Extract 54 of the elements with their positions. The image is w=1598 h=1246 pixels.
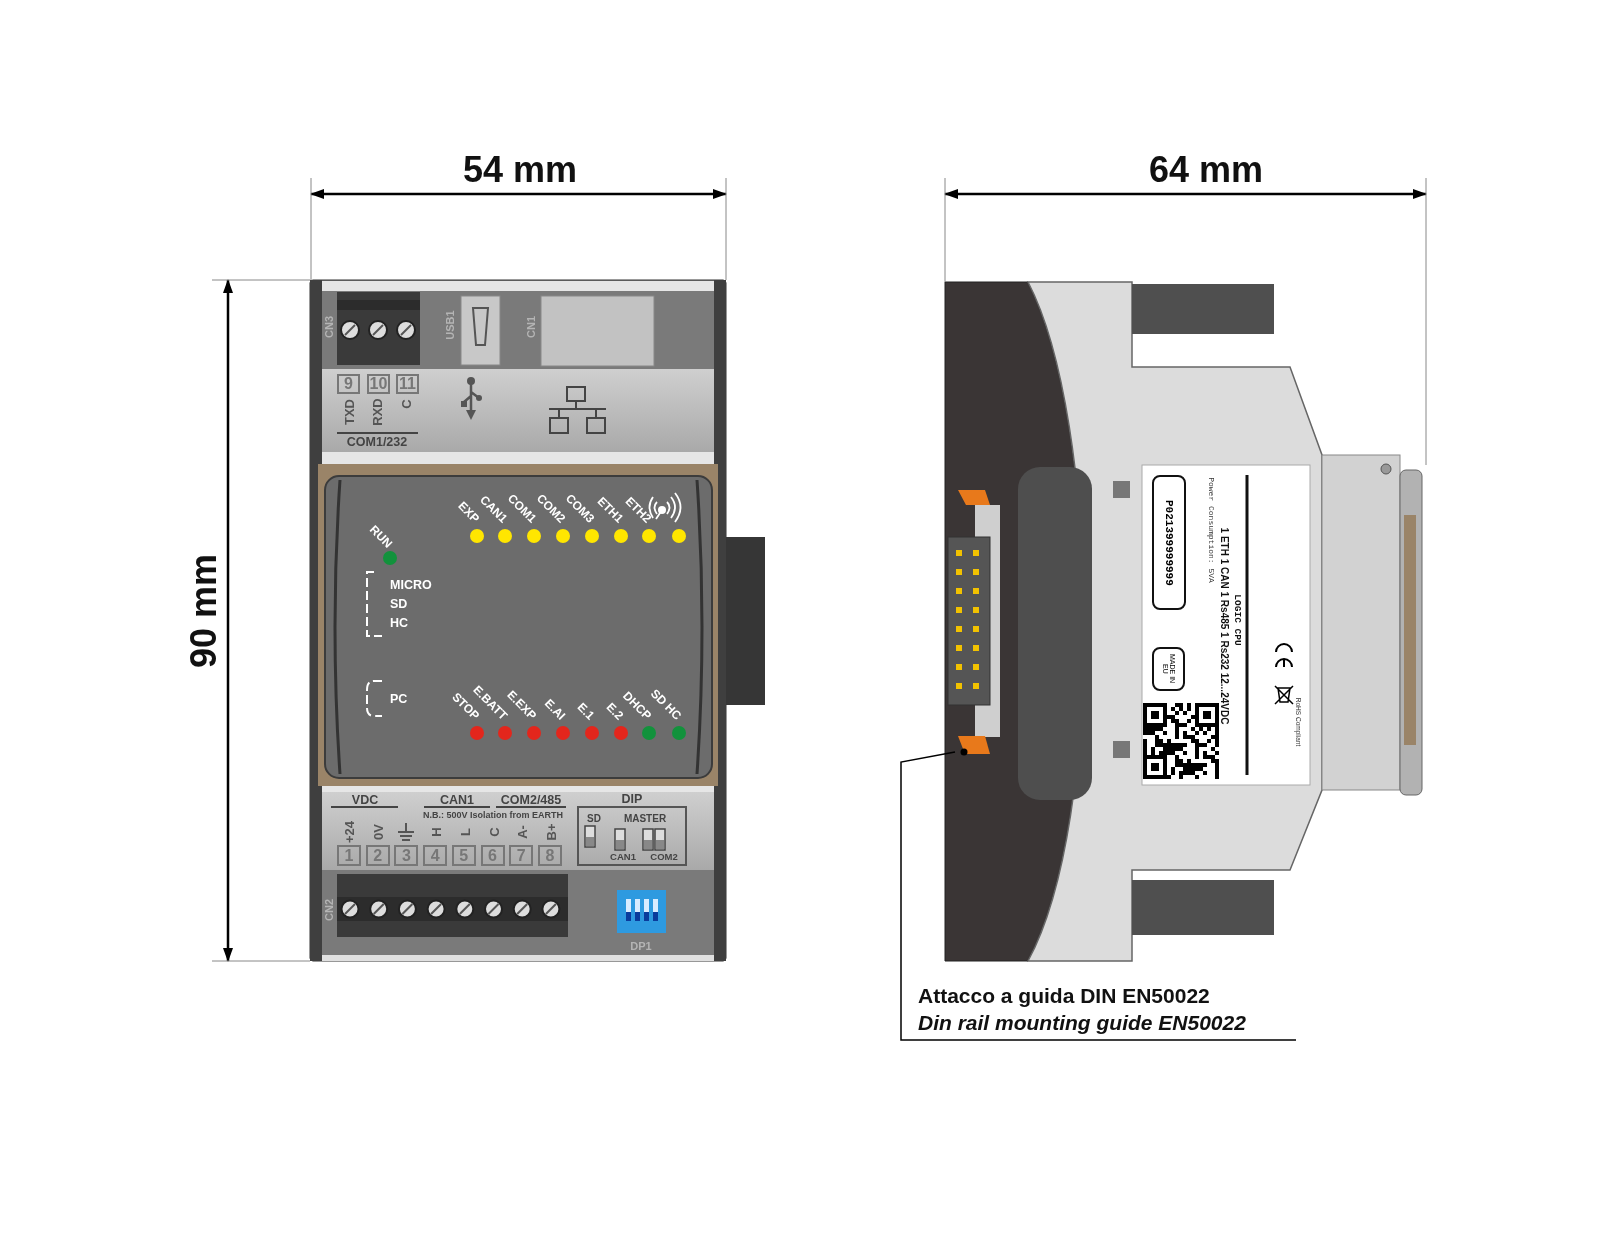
terminal-label: L [458, 828, 472, 836]
indicator-label: PC [390, 692, 408, 706]
terminal-label: 0V [371, 824, 385, 840]
dimension-label: 90 mm [186, 553, 222, 669]
terminal-label: C [399, 399, 413, 409]
terminal-label: COM2/485 [500, 793, 562, 807]
annotation-text: Din rail mounting guide EN50022 [918, 1011, 1246, 1035]
terminal-label: TXD [342, 399, 356, 425]
terminal-label: A- [515, 825, 529, 839]
dimension-label: 64 mm [1148, 152, 1264, 188]
annotation-text: Attacco a guida DIN EN50022 [918, 984, 1210, 1008]
terminal-label: B+ [544, 823, 558, 841]
terminal-label: C [487, 827, 501, 837]
switch-group-heading: DIP [621, 792, 643, 806]
terminal-number: 9 [337, 374, 360, 394]
terminal-label: RXD [370, 398, 384, 426]
connector-label: CN2 [323, 899, 335, 921]
terminal-label: CAN1 [440, 793, 474, 807]
indicator-label: MICRO [390, 578, 432, 592]
switch-label: SD [587, 814, 601, 824]
terminal-number: 10 [367, 374, 390, 394]
label-text: Power Consumption: 5VA [1207, 477, 1215, 583]
connector-label: DP1 [630, 940, 652, 952]
switch-label: COM2 [650, 852, 678, 862]
terminal-label: +24 [342, 820, 356, 844]
switch-label: CAN1 [610, 852, 636, 862]
terminal-number: 2 [365, 845, 390, 866]
terminal-label: COM1/232 [346, 435, 408, 449]
label-text: 1 ETH 1 CAN 1 Rs485 1 Rs232 12...24VDC [1219, 527, 1229, 725]
terminal-label: H [429, 827, 443, 837]
terminal-number: 7 [509, 845, 534, 866]
terminal-number: 6 [480, 845, 505, 866]
indicator-label: EXP [456, 499, 482, 525]
terminal-number: 8 [537, 845, 562, 866]
switch-label: MASTER [623, 814, 667, 824]
din-rail-clip [955, 734, 991, 756]
serial-number-tag: P021399999999 [1152, 475, 1186, 610]
connector-label: CN3 [323, 316, 335, 338]
terminal-number: 4 [423, 845, 448, 866]
terminal-label: N.B.: 500V Isolation from EARTH [423, 810, 563, 820]
dimension-label: 54 mm [462, 152, 578, 188]
label-text: LOGIC CPU [1232, 594, 1242, 646]
indicator-label: E.2 [604, 700, 626, 722]
indicator-label: SD [390, 597, 408, 611]
connector-label: CN1 [525, 316, 537, 338]
indicator-label: E.1 [575, 700, 597, 722]
leader-line [900, 751, 1297, 1041]
indicator-label: HC [390, 616, 409, 630]
terminal-number: 5 [451, 845, 476, 866]
terminal-number: 1 [337, 845, 361, 866]
connector-label: USB1 [444, 310, 456, 340]
terminal-label: VDC [351, 793, 379, 807]
terminal-number: 3 [394, 845, 419, 866]
terminal-number: 11 [396, 374, 419, 394]
